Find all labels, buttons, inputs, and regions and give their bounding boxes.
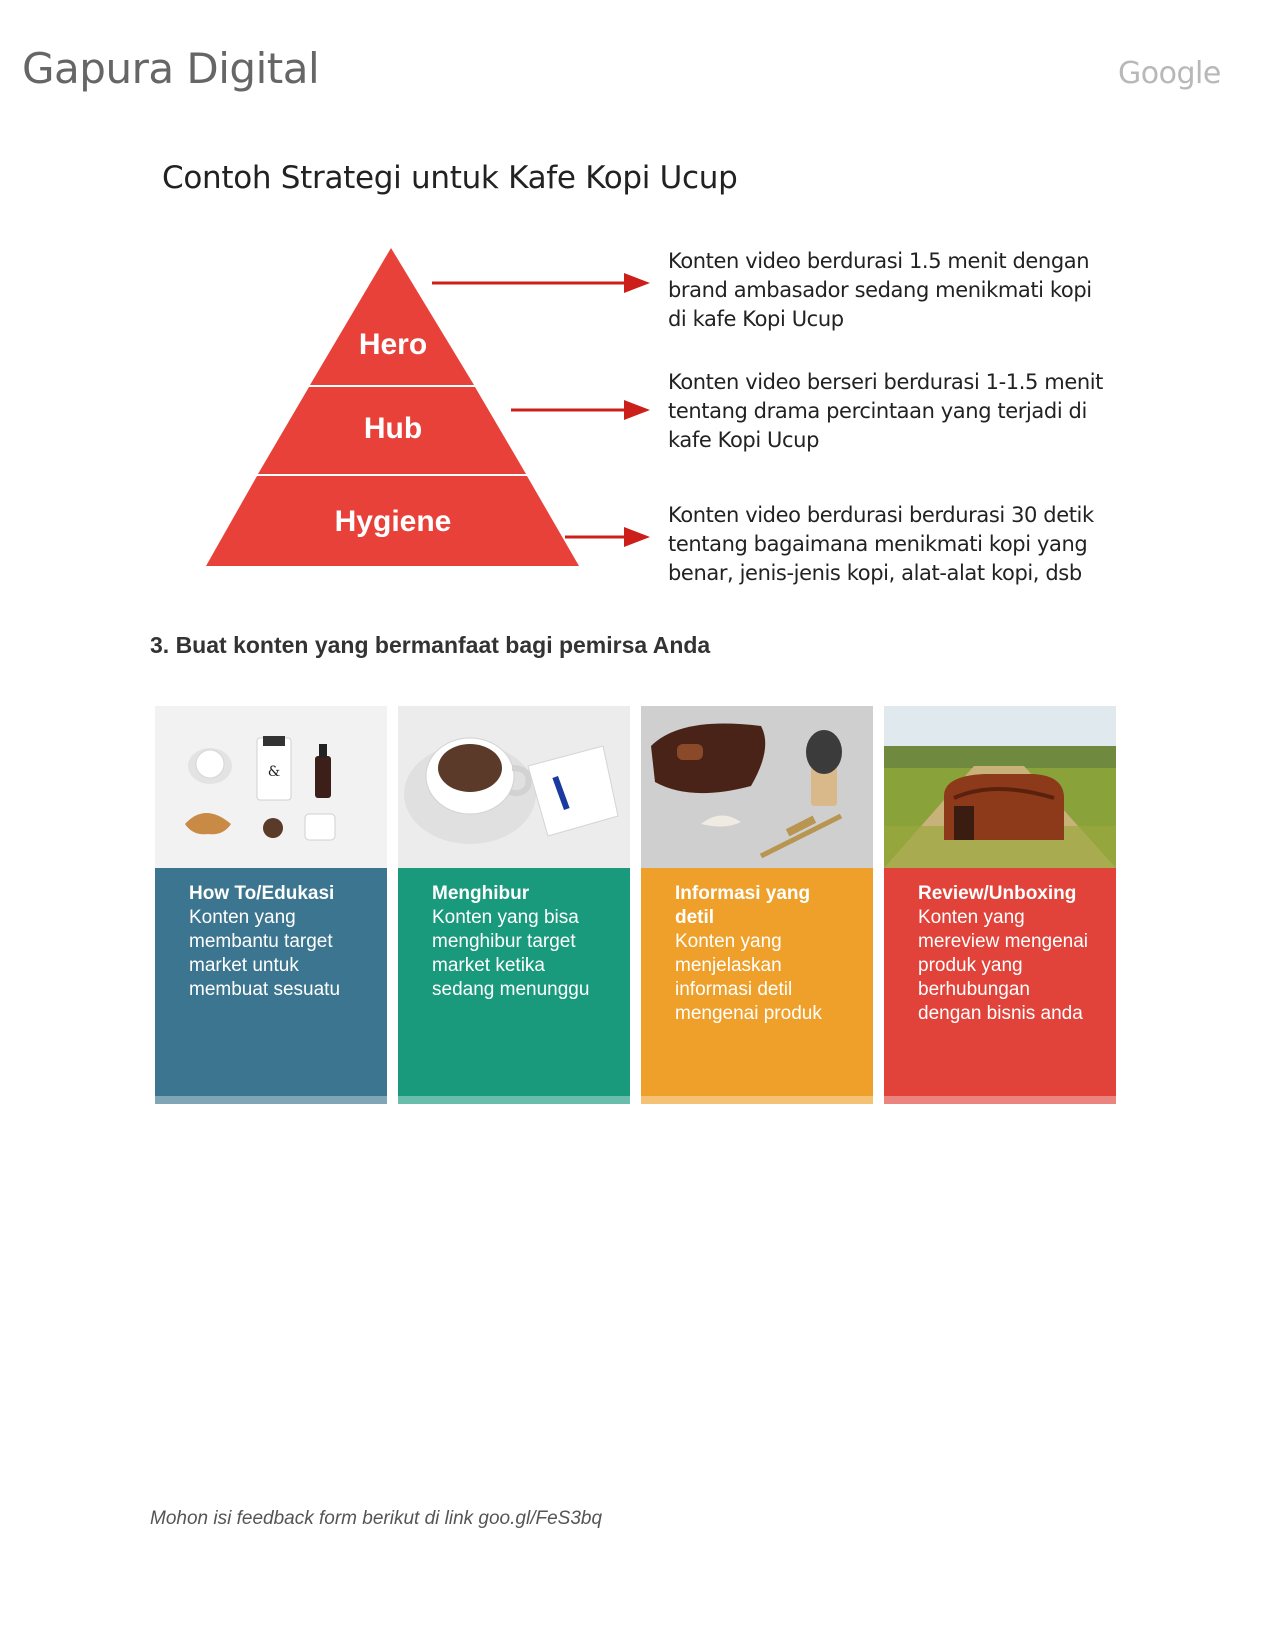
google-logo-text: Google <box>1118 56 1221 91</box>
card-text-review: Konten yang mereview mengenai produk yan… <box>918 907 1089 1024</box>
svg-text:&: & <box>268 764 280 780</box>
card-body-menghibur: Menghibur Konten yang bisa menghibur tar… <box>398 868 630 1104</box>
card-title-howto: How To/Edukasi <box>189 883 335 904</box>
hero-description: Konten video berdurasi 1.5 menit dengan … <box>668 249 1092 331</box>
content-card-howto: & How To/Edukasi Konten yang membantu ta… <box>155 706 387 1104</box>
arrow-hygiene-head <box>624 527 650 547</box>
arrow-hub-head <box>624 400 650 420</box>
leather-bag-field-photo <box>884 706 1116 868</box>
pyramid-label-hero: Hero <box>358 328 428 361</box>
coffee-cup-photo <box>398 706 630 868</box>
content-card-menghibur: Menghibur Konten yang bisa menghibur tar… <box>398 706 630 1104</box>
hygiene-description: Konten video berdurasi berdurasi 30 deti… <box>668 503 1094 585</box>
pyramid-diagram <box>206 248 650 566</box>
content-card-informasi: Informasi yang detil Konten yang menjela… <box>641 706 873 1104</box>
step-heading: 3. Buat konten yang bermanfaat bagi pemi… <box>150 632 711 658</box>
pyramid-level-hygiene <box>206 476 579 566</box>
brand-logo-text: Gapura Digital <box>22 44 320 93</box>
card-title-review: Review/Unboxing <box>918 883 1077 904</box>
card-text-menghibur: Konten yang bisa menghibur target market… <box>432 907 590 1000</box>
pyramid-level-hub <box>258 387 526 474</box>
hub-description: Konten video berseri berdurasi 1-1.5 men… <box>668 370 1104 452</box>
card-text-informasi: Konten yang menjelaskan informasi detil … <box>675 931 822 1024</box>
card-body-informasi: Informasi yang detil Konten yang menjela… <box>641 868 873 1104</box>
card-text-howto: Konten yang membantu target market untuk… <box>189 907 341 1000</box>
card-body-review: Review/Unboxing Konten yang mereview men… <box>884 868 1116 1104</box>
card-bottom-bar <box>641 1096 873 1104</box>
pyramid-level-hero <box>310 248 474 385</box>
card-body-howto: How To/Edukasi Konten yang membantu targ… <box>155 868 387 1104</box>
section-title: Contoh Strategi untuk Kafe Kopi Ucup <box>162 160 738 196</box>
card-bottom-bar <box>398 1096 630 1104</box>
pyramid-label-hub: Hub <box>363 412 423 445</box>
arrow-hero-head <box>624 273 650 293</box>
content-card-review: Review/Unboxing Konten yang mereview men… <box>884 706 1116 1104</box>
card-title-informasi: Informasi yang detil <box>675 883 811 928</box>
card-bottom-bar <box>155 1096 387 1104</box>
grooming-kit-photo <box>641 706 873 868</box>
card-bottom-bar <box>884 1096 1116 1104</box>
card-title-menghibur: Menghibur <box>432 883 530 904</box>
feedback-footer: Mohon isi feedback form berikut di link … <box>150 1508 603 1529</box>
pyramid-label-hygiene: Hygiene <box>334 505 452 538</box>
coffee-products-photo: & <box>155 706 387 868</box>
